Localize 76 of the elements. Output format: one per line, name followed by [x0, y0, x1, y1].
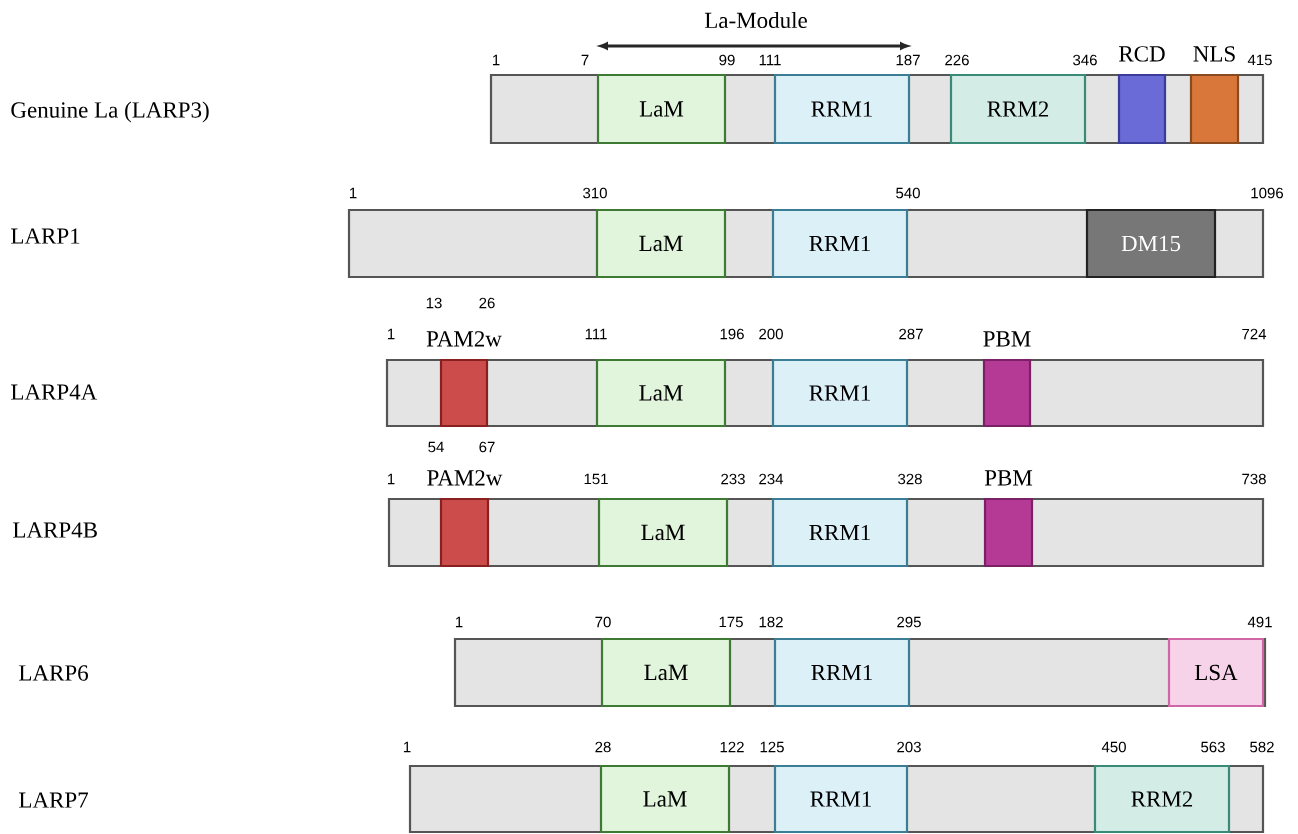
residue-number: 226: [945, 54, 969, 66]
residue-number: 563: [1201, 741, 1225, 753]
domain-box: RRM1: [773, 637, 911, 708]
residue-number: 13: [426, 297, 442, 309]
node-label: RCD: [1119, 46, 1165, 62]
node-label: PAM2w: [427, 470, 503, 486]
residue-number: 111: [759, 54, 781, 66]
domain-box: DM15: [1085, 208, 1217, 279]
residue-number: 203: [897, 741, 921, 753]
domain-box: LSA: [1167, 637, 1265, 708]
residue-number: 28: [595, 741, 611, 753]
residue-number: 196: [720, 328, 744, 340]
residue-number: 724: [1242, 328, 1267, 340]
residue-number: 328: [898, 473, 922, 485]
residue-number: 67: [479, 441, 495, 453]
node-label: PAM2w: [426, 331, 502, 347]
protein-name: LARP6: [19, 665, 88, 681]
residue-number: 491: [1247, 616, 1272, 628]
domain-box: RCD: [1117, 46, 1167, 145]
residue-number: 738: [1242, 473, 1266, 485]
node-label: PBM: [984, 470, 1033, 486]
domain-box: RRM1: [771, 208, 909, 279]
protein-name: LARP4A: [11, 384, 98, 400]
protein-name: LARP7: [19, 792, 88, 808]
domain-box: LaM: [599, 764, 731, 834]
residue-number: 26: [479, 297, 495, 309]
residue-number: 200: [759, 328, 783, 340]
protein-name: LARP4B: [13, 522, 97, 538]
residue-number: 187: [896, 54, 920, 66]
residue-number: 7: [581, 54, 589, 66]
protein-name: Genuine La (LARP3): [11, 101, 209, 123]
residue-number: 70: [595, 616, 611, 628]
residue-number: 111: [585, 328, 607, 340]
domain-box: PBM: [983, 470, 1034, 568]
domain-box: LaM: [596, 73, 727, 145]
node-label: NLS: [1193, 46, 1235, 62]
domain-box: RRM1: [773, 73, 911, 145]
residue-number: 1: [387, 473, 395, 485]
residue-number: 1096: [1251, 187, 1283, 199]
residue-number: 234: [759, 473, 784, 485]
residue-number: 54: [428, 441, 444, 453]
residue-number: 540: [896, 187, 920, 199]
residue-number: 415: [1247, 54, 1272, 66]
residue-number: 125: [760, 741, 784, 753]
residue-number: 1: [387, 328, 395, 340]
residue-number: 1: [455, 616, 463, 628]
domain-box: RRM1: [771, 497, 909, 568]
residue-number: 1: [403, 741, 411, 753]
domain-box: RRM2: [949, 73, 1087, 145]
residue-number: 1: [349, 187, 357, 199]
residue-number: 182: [759, 616, 783, 628]
residue-number: 287: [899, 328, 923, 340]
domain-box: RRM1: [773, 764, 909, 834]
domain-box: LaM: [595, 208, 727, 279]
residue-number: 122: [720, 741, 744, 753]
node-label: PBM: [983, 331, 1031, 347]
domain-box: RRM1: [771, 358, 909, 428]
region-label: La-Module: [704, 11, 807, 29]
residue-number: 1: [492, 54, 500, 66]
domain-box: PAM2w: [426, 331, 502, 428]
domain-box: LaM: [595, 358, 727, 428]
domain-box: RRM2: [1093, 764, 1231, 834]
domain-box: NLS: [1189, 46, 1240, 145]
residue-number: 175: [719, 616, 743, 628]
residue-number: 233: [721, 473, 745, 485]
domain-box: LaM: [597, 497, 729, 568]
residue-number: 310: [583, 187, 607, 199]
residue-number: 582: [1250, 741, 1274, 753]
residue-number: 151: [584, 473, 608, 485]
residue-number: 99: [719, 54, 735, 66]
protein-name: LARP1: [11, 228, 80, 244]
domain-box: PBM: [982, 331, 1032, 428]
domain-box: PAM2w: [427, 470, 503, 568]
residue-number: 295: [897, 616, 921, 628]
residue-number: 346: [1073, 54, 1097, 66]
domain-box: LaM: [600, 637, 732, 708]
